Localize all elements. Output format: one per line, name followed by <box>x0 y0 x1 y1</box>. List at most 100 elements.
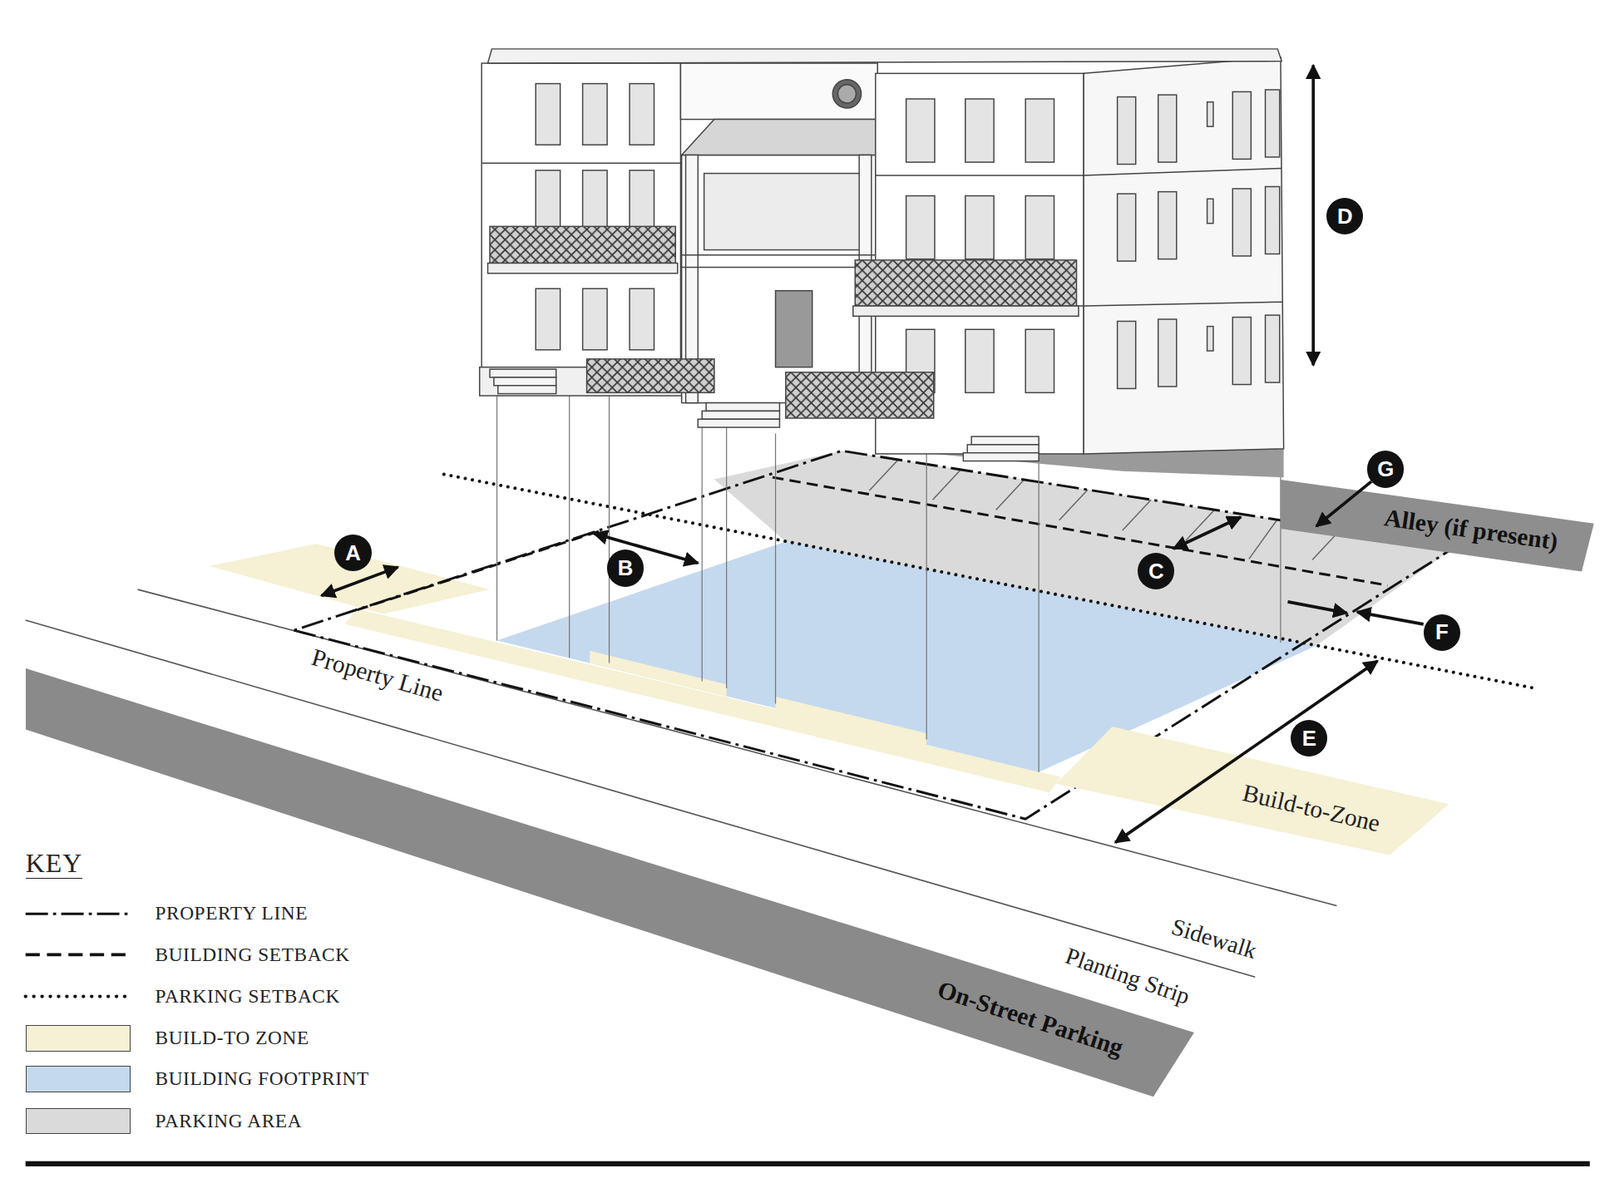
callout-circle: E <box>1290 720 1328 757</box>
illustration-line <box>25 913 131 916</box>
illustration-rect <box>967 444 1039 454</box>
illustration-line <box>875 174 1084 176</box>
band-fill <box>1056 726 1449 856</box>
illustration-rect <box>1207 198 1214 223</box>
illustration-rect <box>1232 188 1251 257</box>
callout-circle: D <box>1326 197 1363 235</box>
illustration-rect <box>488 263 678 274</box>
illustration-rect <box>535 83 560 146</box>
callout-letter: B <box>617 557 634 580</box>
illustration-line <box>321 567 399 596</box>
legend-swatch <box>25 1025 131 1052</box>
illustration-line <box>25 994 131 998</box>
illustration-rect <box>680 63 878 119</box>
illustration-line <box>869 459 898 491</box>
key-heading: KEY <box>25 849 84 880</box>
illustration-line <box>1316 481 1372 527</box>
illustration-line <box>996 479 1025 511</box>
illustration-polygon <box>293 450 1454 820</box>
callout-letter: G <box>1377 458 1394 481</box>
callout-letter: E <box>1302 727 1317 751</box>
illustration-polygon <box>589 651 726 697</box>
illustration-rect <box>697 419 780 428</box>
illustration-rect <box>1025 329 1054 393</box>
illustration-rect <box>587 359 715 393</box>
illustration-rect <box>785 372 934 419</box>
illustration-line <box>1083 167 1282 176</box>
illustration-polygon <box>681 119 876 156</box>
legend-samples <box>25 913 131 997</box>
illustration-rect <box>489 226 676 263</box>
illustration-line <box>1122 499 1151 531</box>
illustration-line <box>1173 517 1241 549</box>
illustration-line <box>933 469 962 500</box>
illustration-line <box>701 423 703 682</box>
illustration-line <box>926 449 928 741</box>
illustration-rect <box>535 288 560 351</box>
illustration-rect <box>1025 196 1054 260</box>
illustration-line <box>1115 661 1378 843</box>
illustration-rect <box>1232 317 1251 386</box>
illustration-line <box>496 367 498 642</box>
illustration-rect <box>1232 91 1251 159</box>
region-band: Alley (if present) <box>1280 479 1595 572</box>
illustration-line <box>775 433 776 704</box>
illustration-circle <box>832 79 861 109</box>
illustration-polygon <box>1083 57 1284 455</box>
illustration-polygon <box>497 541 1317 772</box>
illustration-rect <box>1117 193 1136 262</box>
building <box>479 49 1284 478</box>
legend-text: PROPERTY LINE <box>155 903 309 926</box>
illustration-rect <box>1207 326 1214 351</box>
illustration-rect <box>489 369 557 378</box>
region-band: Build-to-Zone <box>1056 726 1449 856</box>
illustration-rect <box>629 288 654 351</box>
legend-swatch <box>25 1108 131 1136</box>
illustration-circle <box>837 84 856 104</box>
illustration-rect <box>701 410 780 420</box>
illustration-line <box>1249 518 1278 559</box>
legend-text: BUILDING SETBACK <box>155 944 351 967</box>
bottom-rule <box>25 1161 1591 1167</box>
illustration-line <box>725 423 727 689</box>
callout-letter: A <box>345 542 361 565</box>
illustration-rect <box>535 170 560 233</box>
illustration-rect <box>704 173 863 251</box>
illustration-rect <box>1265 315 1280 383</box>
illustration-rect <box>1158 192 1177 260</box>
illustration-rect <box>1265 187 1280 255</box>
illustration-rect <box>1158 94 1177 163</box>
dimension-arrows <box>321 65 1424 625</box>
illustration-rect <box>1117 320 1136 389</box>
illustration-rect <box>853 306 1079 317</box>
illustration-rect <box>481 63 681 370</box>
callout-letter: C <box>1148 560 1165 583</box>
legend-text: BUILD-TO ZONE <box>155 1027 310 1050</box>
illustration-rect <box>971 436 1039 445</box>
band-fill <box>1280 479 1595 572</box>
illustration-line <box>25 953 131 957</box>
illustration-rect <box>582 288 608 351</box>
illustration-rect <box>1207 102 1214 127</box>
illustration-line <box>1357 612 1424 625</box>
illustration-rect <box>1265 89 1280 158</box>
illustration-rect <box>1117 97 1136 165</box>
illustration-line <box>1059 489 1088 521</box>
illustration-rect <box>1158 319 1177 387</box>
callout-circle: B <box>607 549 644 587</box>
illustration-polygon <box>488 49 1283 64</box>
illustration-line <box>1279 449 1281 643</box>
illustration-line <box>481 162 681 164</box>
callout-circle: G <box>1367 450 1404 488</box>
illustration-rect <box>629 170 654 233</box>
illustration-line <box>568 395 570 658</box>
legend-text: PARKING AREA <box>155 1111 303 1133</box>
illustration-line <box>681 254 876 256</box>
callout-circle: F <box>1423 614 1461 652</box>
illustration-rect <box>965 196 994 260</box>
legend-text: PARKING SETBACK <box>155 986 341 1008</box>
illustration-rect <box>498 385 557 395</box>
illustration-line <box>1083 301 1283 307</box>
legend-swatch <box>25 1066 131 1093</box>
